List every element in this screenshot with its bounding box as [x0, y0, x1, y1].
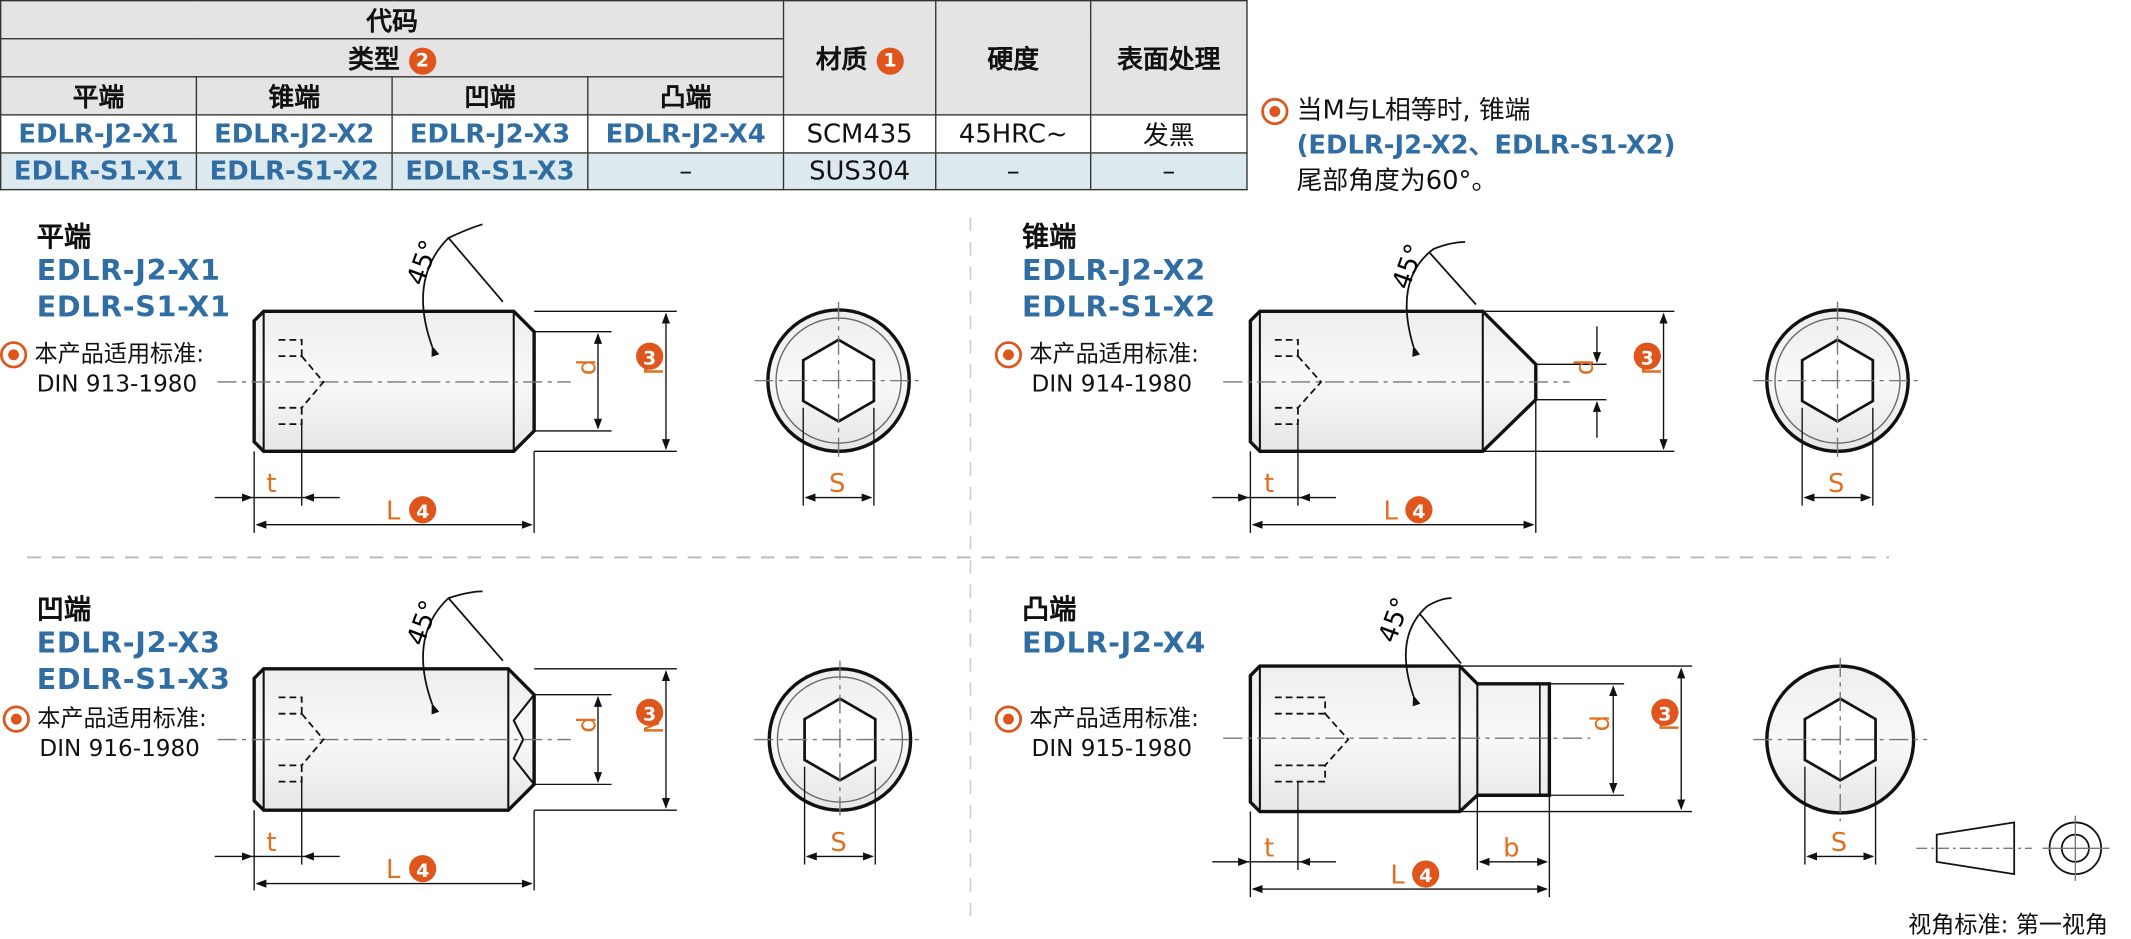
- panel-code: EDLR-J2-X3: [36, 626, 221, 660]
- panel-title: 平端: [36, 220, 92, 253]
- header-type: 类型 2: [0, 38, 785, 78]
- bullet-icon: [1261, 97, 1289, 125]
- panel-cup-labels: 凹端 EDLR-J2-X3 EDLR-S1-X3: [37, 587, 231, 696]
- cell-surface: –: [1089, 152, 1248, 191]
- bullet-icon: [994, 341, 1023, 369]
- cup-end-drawing: 45° d M 3 t L 4: [214, 590, 925, 891]
- badge-3: [636, 342, 664, 370]
- panel-cone-standard: 本产品适用标准: DIN 914-1980: [994, 340, 1199, 400]
- note-codes: (EDLR-J2-X2、EDLR-S1-X2): [1296, 130, 1676, 161]
- dim-d: d: [572, 359, 602, 375]
- header-surface: 表面处理: [1089, 0, 1248, 116]
- dim-t: t: [1264, 469, 1274, 499]
- dim-t: t: [1264, 833, 1274, 863]
- view-standard: 视角标准: 第一视角: [1908, 912, 2109, 939]
- header-code: 代码: [0, 0, 785, 40]
- cell-code: EDLR-J2-X2: [195, 114, 393, 154]
- dim-S: S: [1831, 828, 1847, 858]
- panel-flat-standard: 本产品适用标准: DIN 913-1980: [0, 340, 204, 400]
- svg-text:3: 3: [643, 347, 656, 369]
- dim-d: d: [1570, 359, 1600, 375]
- dim-L: L: [1384, 496, 1399, 526]
- angle-label: 45°: [1387, 240, 1431, 293]
- note-line: 尾部角度为60°。: [1296, 165, 1498, 196]
- panel-code: EDLR-J2-X4: [1022, 626, 1206, 660]
- svg-text:4: 4: [1412, 501, 1425, 523]
- dim-S: S: [830, 828, 846, 858]
- panel-title: 凹端: [36, 592, 92, 626]
- panel-dog-standard: 本产品适用标准: DIN 915-1980: [994, 704, 1199, 764]
- svg-text:4: 4: [1419, 865, 1432, 887]
- dim-L: L: [386, 855, 401, 885]
- panel-cup-standard: 本产品适用标准: DIN 916-1980: [2, 704, 207, 764]
- angle-label: 45°: [1373, 593, 1417, 646]
- cell-material: SCM435: [782, 114, 937, 154]
- cell-code: EDLR-J2-X4: [587, 114, 785, 154]
- flat-end-drawing: 45° d M 3 t L 4: [214, 223, 925, 533]
- table-row: EDLR-J2-X1 EDLR-J2-X2 EDLR-J2-X3 EDLR-J2…: [0, 114, 1248, 154]
- col-cup: 凹端: [391, 76, 589, 116]
- panel-code: EDLR-J2-X2: [1022, 254, 1206, 287]
- panel-title: 凸端: [1022, 592, 1077, 626]
- bullet-icon: [2, 705, 30, 733]
- panel-code: EDLR-J2-X1: [36, 254, 221, 287]
- panel-flat-labels: 平端 EDLR-J2-X1 EDLR-S1-X1: [36, 215, 231, 324]
- panel-code: EDLR-S1-X1: [36, 290, 231, 324]
- svg-text:3: 3: [643, 703, 656, 725]
- panel-title: 锥端: [1022, 220, 1077, 253]
- panel-code: EDLR-S1-X2: [1022, 290, 1216, 324]
- cell-code: EDLR-J2-X1: [0, 114, 198, 154]
- dim-d: d: [1586, 715, 1616, 731]
- spec-table: 代码 材质 1 硬度 表面处理 类型 2 平端 锥端 凹端 凸端 EDLR-J2…: [0, 0, 1248, 191]
- first-angle-projection-icon: [1916, 815, 2110, 881]
- cell-material: SUS304: [782, 152, 937, 191]
- col-dog: 凸端: [587, 76, 785, 116]
- badge-4: [409, 496, 437, 524]
- dim-t: t: [266, 828, 276, 858]
- svg-text:3: 3: [1641, 347, 1654, 369]
- cone-end-drawing: 45° d M 3 t L 4: [1212, 240, 1924, 533]
- dim-t: t: [266, 469, 276, 499]
- cell-hardness: 45HRC~: [935, 114, 1092, 154]
- col-cone: 锥端: [195, 76, 393, 116]
- table-row: EDLR-S1-X1 EDLR-S1-X2 EDLR-S1-X3 – SUS30…: [0, 152, 1248, 191]
- dim-L: L: [1390, 861, 1405, 891]
- cell-code: EDLR-S1-X2: [195, 152, 393, 191]
- header-material: 材质 1: [782, 0, 937, 116]
- dim-L: L: [386, 496, 401, 526]
- badge-2: 2: [408, 46, 437, 75]
- header-hardness: 硬度: [935, 0, 1092, 116]
- dim-b: b: [1503, 833, 1519, 863]
- dim-S: S: [1828, 469, 1844, 499]
- cell-hardness: –: [935, 152, 1092, 191]
- dim-S: S: [829, 469, 845, 499]
- angle-label: 45°: [401, 236, 445, 289]
- panel-cone-labels: 锥端 EDLR-J2-X2 EDLR-S1-X2: [1022, 215, 1216, 324]
- dim-d: d: [572, 716, 602, 732]
- svg-text:3: 3: [1658, 703, 1671, 725]
- col-flat: 平端: [0, 76, 198, 116]
- cell-code: EDLR-S1-X3: [391, 152, 589, 191]
- panel-code: EDLR-S1-X3: [36, 663, 231, 697]
- cell-code: –: [587, 152, 785, 191]
- svg-text:4: 4: [416, 501, 429, 523]
- note: 当M与L相等时, 锥端 (EDLR-J2-X2、EDLR-S1-X2) 尾部角度…: [1261, 92, 1675, 198]
- svg-text:4: 4: [416, 860, 429, 882]
- note-line: 当M与L相等时, 锥端: [1296, 95, 1531, 126]
- dog-end-drawing: 45° d M 3 t b L 4: [1212, 593, 1928, 898]
- bullet-icon: [994, 705, 1023, 733]
- cell-code: EDLR-S1-X1: [0, 152, 198, 191]
- cell-surface: 发黑: [1089, 114, 1248, 154]
- cell-code: EDLR-J2-X3: [391, 114, 589, 154]
- badge-1: 1: [876, 46, 904, 75]
- angle-label: 45°: [401, 596, 445, 649]
- panel-dog-labels: 凸端 EDLR-J2-X4: [1022, 587, 1206, 660]
- bullet-icon: [0, 341, 28, 369]
